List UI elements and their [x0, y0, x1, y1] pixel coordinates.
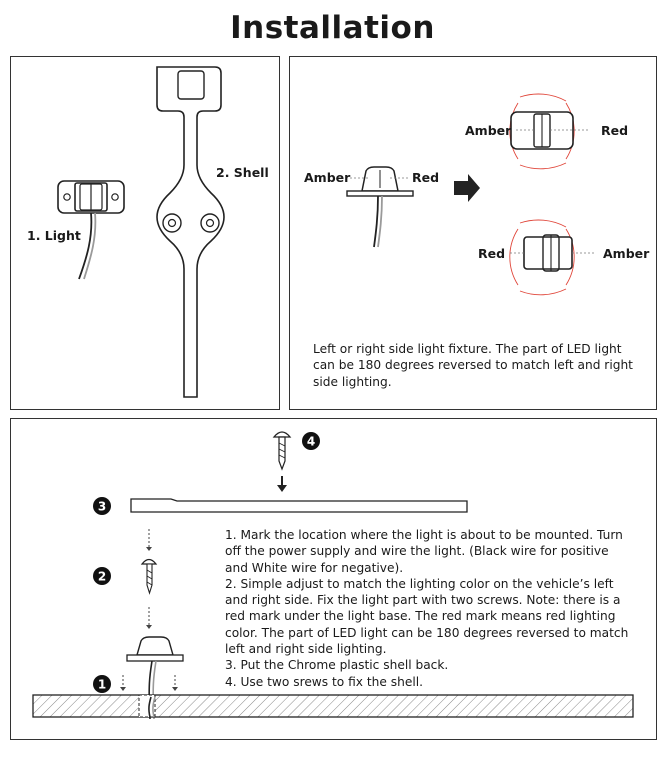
page-title: Installation — [230, 10, 435, 46]
shell-drawing — [156, 66, 225, 398]
top-view-left-label: Amber — [465, 123, 512, 138]
step-marker-2: 2 — [93, 567, 111, 585]
steps-panel: 4 3 2 1 1. Mark the location where the l… — [10, 418, 657, 740]
step-marker-2-text: 2 — [98, 570, 106, 584]
middle-screw-drawing — [140, 558, 158, 595]
step-marker-3-text: 3 — [98, 500, 106, 514]
side-view-left-label: Amber — [304, 170, 351, 185]
arrow-right-icon — [454, 174, 480, 202]
step-marker-4: 4 — [302, 432, 320, 450]
parts-diagram — [57, 66, 225, 398]
top-view-right-label: Red — [601, 123, 629, 138]
shell-label: 2. Shell — [216, 165, 269, 180]
instruction-step-2: 2. Simple adjust to match the lighting c… — [225, 576, 629, 657]
light-bottom-view-drawing — [509, 219, 596, 296]
mounting-surface-drawing — [32, 694, 634, 718]
installation-diagram: 4 3 2 1 — [32, 431, 634, 720]
step-marker-1-text: 1 — [98, 678, 106, 692]
top-screw-drawing — [272, 431, 292, 471]
light-assembled-drawing — [126, 636, 184, 720]
instruction-step-4: 4. Use two srews to fix the shell. — [225, 674, 423, 689]
step-marker-1: 1 — [93, 675, 111, 693]
arrow-down-icon — [277, 476, 287, 492]
parts-panel: 1. Light 2. Shell — [10, 56, 280, 410]
installation-instructions: 1. Mark the location where the light is … — [225, 527, 635, 690]
instruction-step-1: 1. Mark the location where the light is … — [225, 528, 623, 575]
orientation-description: Left or right side light fixture. The pa… — [313, 342, 633, 389]
side-view-right-label: Red — [412, 170, 440, 185]
bottom-view-left-label: Red — [478, 246, 506, 261]
orientation-diagram — [346, 93, 596, 296]
step-marker-3: 3 — [93, 497, 111, 515]
bottom-view-right-label: Amber — [603, 246, 650, 261]
instruction-step-3: 3. Put the Chrome plastic shell back. — [225, 658, 449, 673]
step-marker-4-text: 4 — [307, 435, 315, 449]
light-side-view-drawing — [346, 166, 414, 248]
shell-side-view-drawing — [130, 498, 468, 513]
light-label: 1. Light — [27, 228, 81, 243]
light-module-drawing — [57, 180, 125, 280]
orientation-panel: Amber Red Amber Red Red Amber Left or ri… — [289, 56, 657, 410]
light-top-view-drawing — [494, 93, 590, 170]
